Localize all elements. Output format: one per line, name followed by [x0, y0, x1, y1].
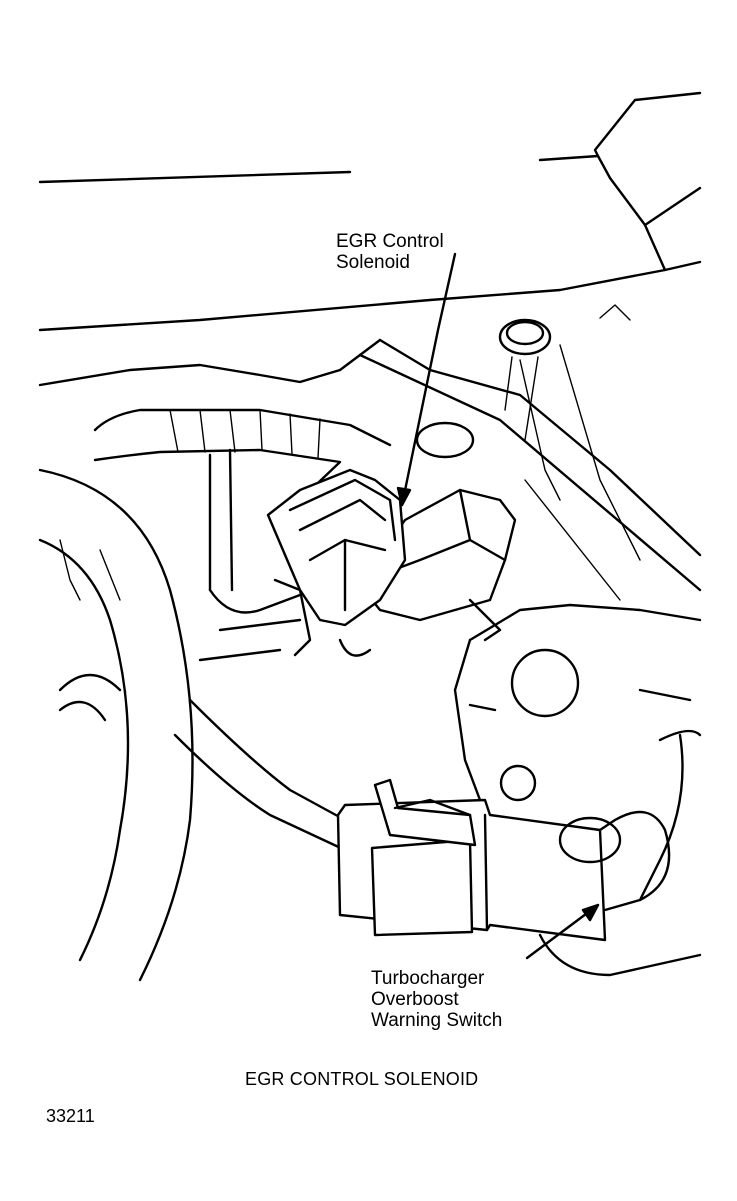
figure-number: 33211 — [46, 1106, 95, 1126]
turbo-label-line-2: Overboost — [371, 989, 459, 1010]
turbo-label-line-1: Turbocharger — [371, 968, 485, 989]
leader-lines — [396, 252, 600, 960]
egr-solenoid — [266, 421, 517, 657]
egr-label-line-2: Solenoid — [336, 252, 410, 273]
mounting-bracket — [38, 318, 702, 601]
turbocharger-switch-label: Turbocharger Overboost Warning Switch — [371, 968, 502, 1031]
figure-caption: EGR CONTROL SOLENOID — [245, 1069, 479, 1089]
turbo-switch-connector — [336, 733, 702, 977]
wiring-harness — [58, 408, 392, 852]
turbo-label-line-3: Warning Switch — [371, 1010, 503, 1031]
upper-body-panel — [38, 91, 702, 332]
egr-control-solenoid-label: EGR Control Solenoid — [336, 231, 444, 273]
large-hose — [38, 468, 194, 982]
egr-label-line-1: EGR Control — [336, 231, 444, 252]
mounting-plate — [453, 603, 702, 842]
